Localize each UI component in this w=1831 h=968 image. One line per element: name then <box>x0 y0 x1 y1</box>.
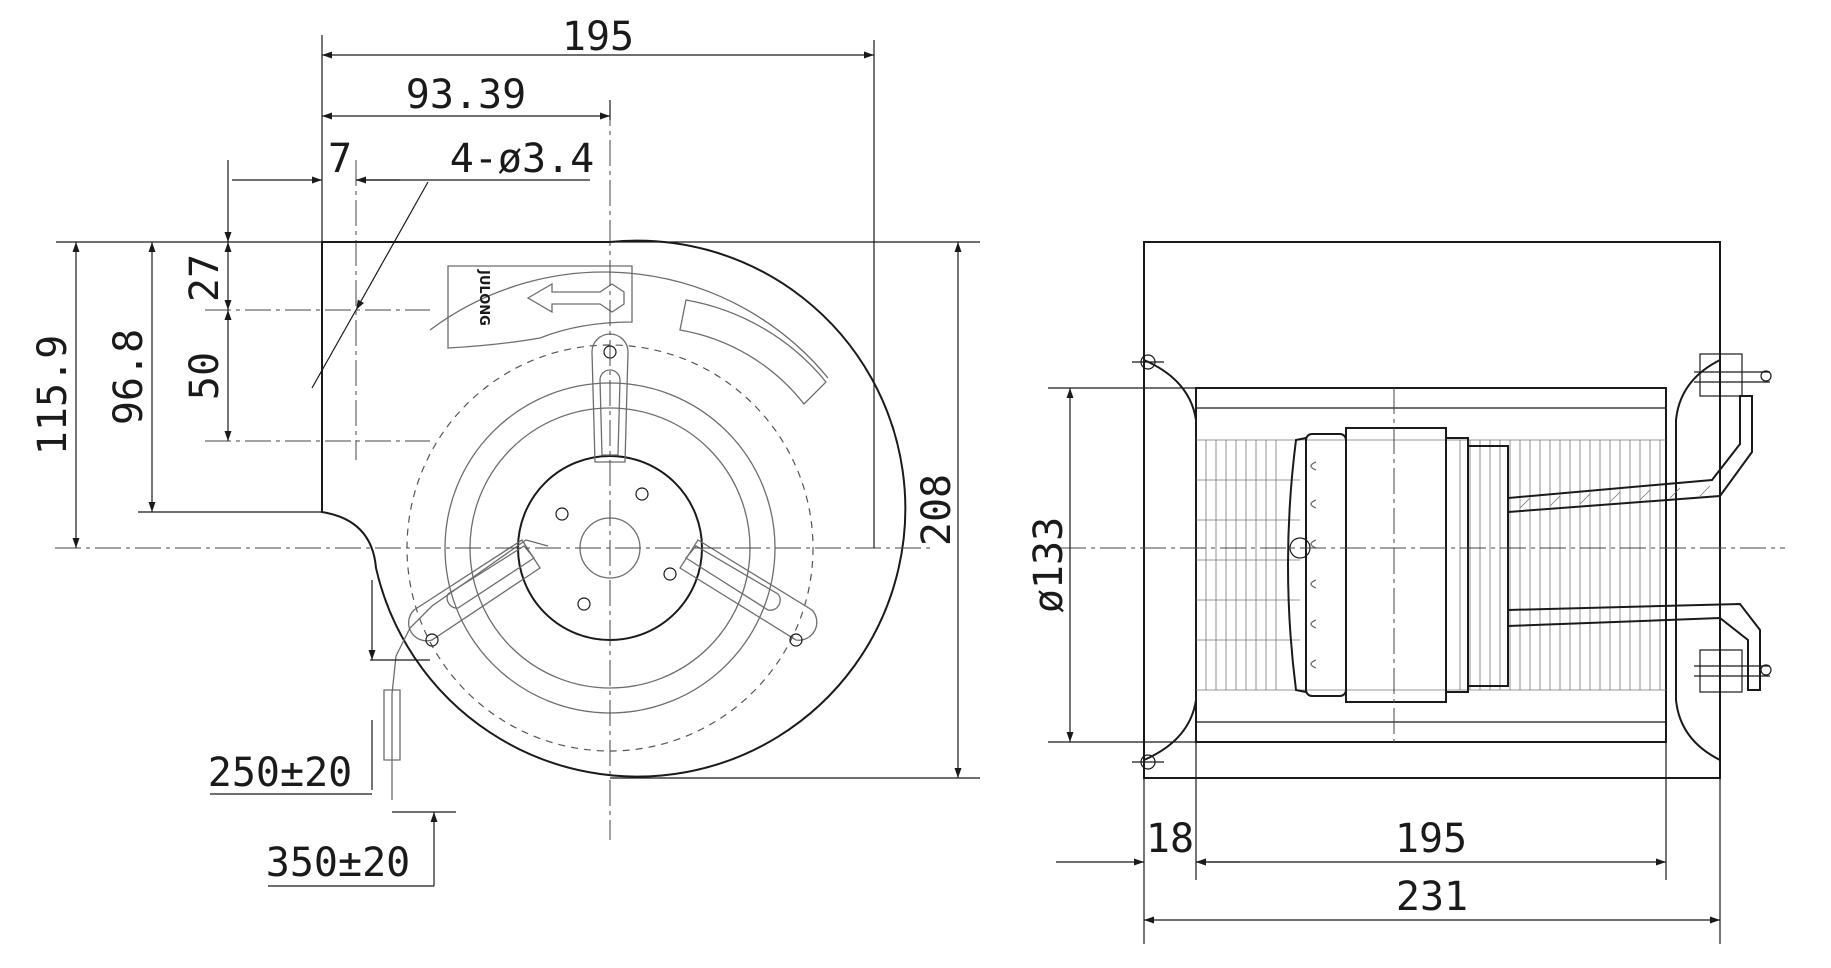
dim-impeller-width: 195 <box>1395 816 1467 862</box>
dim-overall-height: 208 <box>914 474 960 546</box>
dim-hole-spacing-a: 27 <box>182 254 228 302</box>
dim-lead-length-b: 350±20 <box>266 840 411 886</box>
side-view: ø133 18 195 231 <box>1026 241 1785 944</box>
housing-side-outline <box>1143 241 1721 779</box>
logo-panel <box>447 265 633 349</box>
dim-hole-spacing-b: 50 <box>182 352 228 400</box>
brand-logo: JULONG <box>476 269 491 326</box>
front-view: JULONG <box>30 14 980 887</box>
motor-bracket <box>1507 353 1772 693</box>
impeller-blades <box>1196 439 1666 691</box>
dim-side-offset: 18 <box>1146 816 1194 862</box>
dim-center-height: 115.9 <box>30 335 76 455</box>
dim-hole-offset: 7 <box>328 136 352 182</box>
housing-outline <box>321 239 907 778</box>
dim-lead-length-a: 250±20 <box>208 750 353 796</box>
curved-slot <box>679 299 827 405</box>
spoke-left <box>407 539 541 647</box>
motor-body <box>1287 427 1509 703</box>
impeller-side <box>1195 387 1667 743</box>
hub-screws <box>555 487 677 611</box>
dim-overall-width-front: 195 <box>562 14 634 60</box>
spoke-right <box>679 539 818 647</box>
scroll-inner-arc <box>429 271 829 379</box>
dim-overall-depth: 231 <box>1396 874 1468 920</box>
dim-impeller-diameter: ø133 <box>1026 517 1072 613</box>
dim-center-offset: 93.39 <box>406 72 526 118</box>
dim-mounting-holes: 4-ø3.4 <box>450 136 595 182</box>
lead-wire-sleeve <box>383 689 401 761</box>
direction-arrow-icon <box>526 282 625 314</box>
lead-wire <box>391 539 549 800</box>
dim-outlet-height: 96.8 <box>106 329 152 425</box>
